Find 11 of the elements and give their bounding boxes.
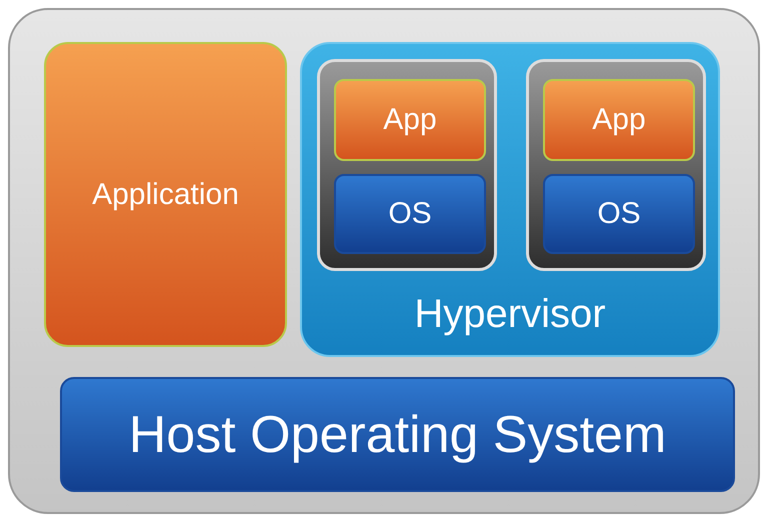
layer-box: OS <box>334 174 486 254</box>
layer-label: Hypervisor <box>413 292 607 337</box>
layer-box: OS <box>543 174 695 254</box>
container-background <box>8 8 760 514</box>
layer-box: App <box>543 79 695 161</box>
virtual-machine-box <box>317 59 497 271</box>
layer-box <box>300 42 720 357</box>
virtual-machine-box <box>526 59 706 271</box>
layer-box: App <box>334 79 486 161</box>
layer-box: Application <box>44 42 287 347</box>
layer-box: Host Operating System <box>60 377 735 492</box>
